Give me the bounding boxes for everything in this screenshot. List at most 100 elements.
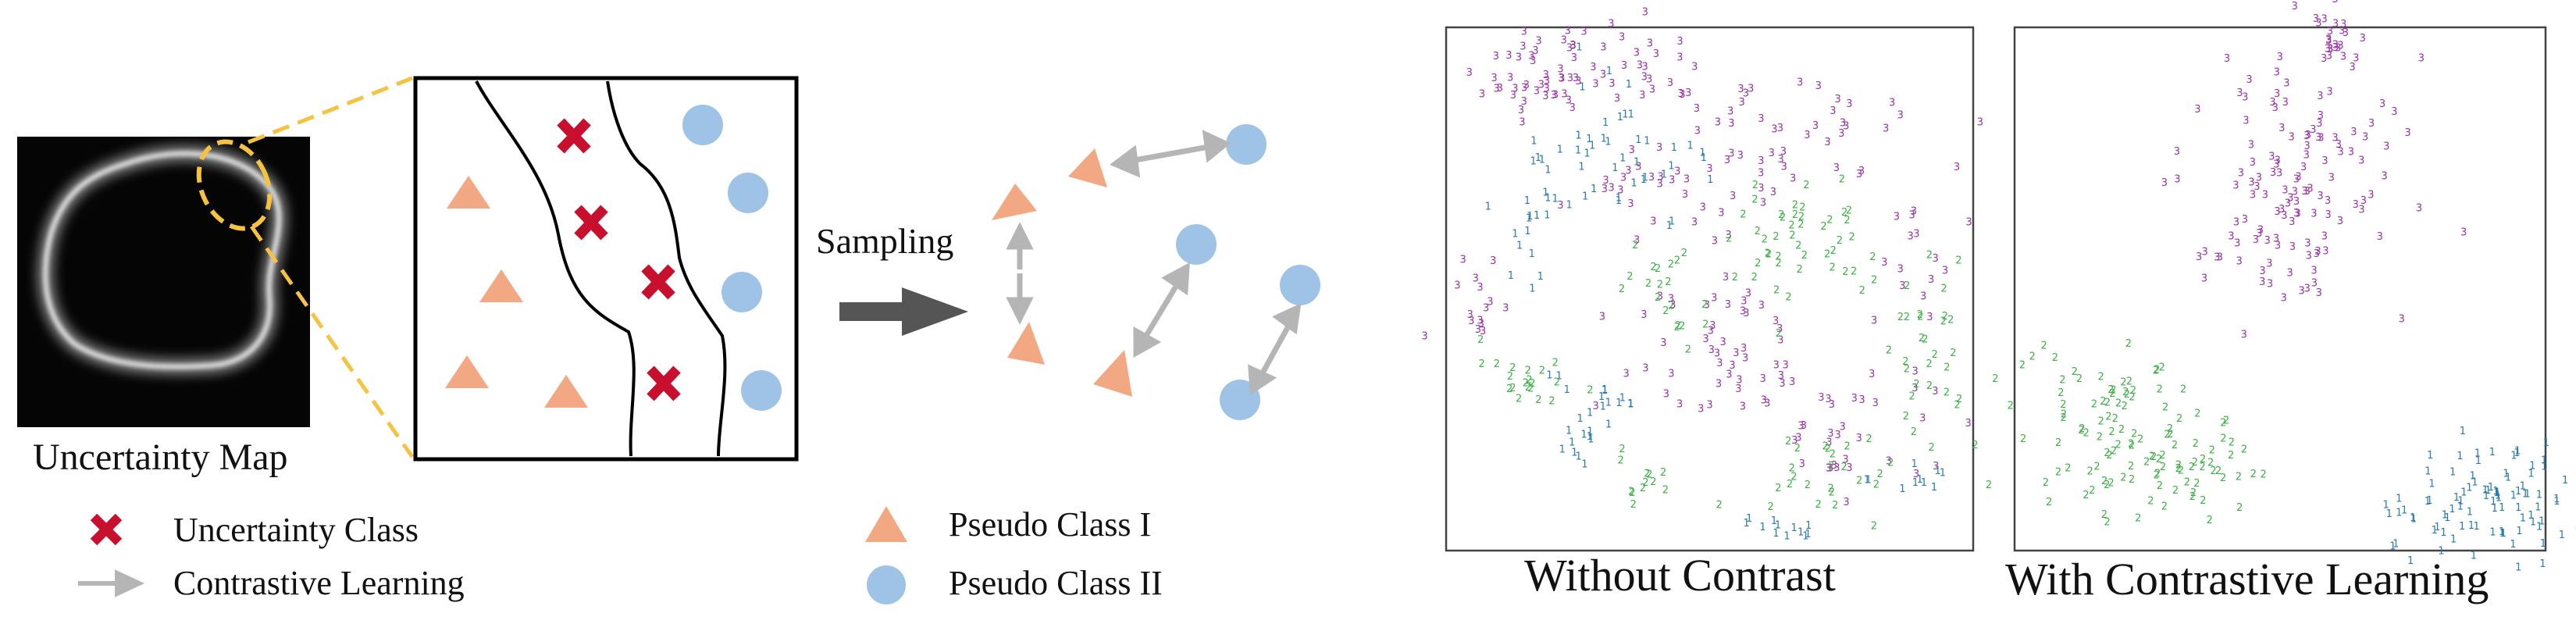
tsne-point-class-3: 3 [1668,369,1674,380]
tsne-point-class-3: 3 [1716,378,1722,390]
tsne-frame-right [2013,26,2547,552]
sampling-arrow [839,287,968,336]
tsne-point-class-1: 1 [1579,82,1585,94]
tsne-point-class-2: 2 [1815,499,1822,511]
tsne-point-class-2: 2 [1830,262,1836,274]
legend-icons [78,506,907,604]
tsne-point-class-1: 1 [1634,156,1640,168]
tsne-point-class-3: 3 [1770,187,1776,198]
tsne-point-class-1: 1 [2410,513,2417,525]
tsne-point-class-2: 2 [1674,322,1680,333]
tsne-point-class-1: 1 [1641,174,1647,186]
tsne-point-class-3: 3 [2272,102,2278,114]
tsne-point-class-2: 2 [1650,476,1656,488]
tsne-point-class-3: 3 [2248,140,2254,152]
tsne-point-class-2: 2 [1535,394,1541,406]
tsne-point-class-3: 3 [2327,26,2333,37]
tsne-point-class-1: 1 [1591,184,1597,195]
tsne-point-class-2: 2 [1668,259,1674,271]
tsne-point-class-2: 2 [1820,221,1826,233]
tsne-point-class-2: 2 [2129,474,2135,486]
tsne-point-class-3: 3 [2259,276,2265,288]
tsne-point-class-3: 3 [2224,53,2230,65]
tsne-point-class-3: 3 [2335,43,2341,55]
tsne-point-class-3: 3 [1600,69,1606,80]
tsne-point-class-1: 1 [2449,504,2455,515]
tsne-point-class-2: 2 [1992,373,1998,385]
tsne-point-class-2: 2 [1778,209,1784,221]
tsne-point-class-2: 2 [2162,402,2168,414]
tsne-point-class-1: 1 [1707,174,1713,186]
tsne-point-class-3: 3 [1840,422,1846,433]
tsne-point-class-3: 3 [1777,334,1783,346]
tsne-point-class-1: 1 [2471,476,2478,488]
tsne-point-class-3: 3 [1620,173,1626,184]
tsne-point-class-3: 3 [1566,43,1573,55]
tsne-point-class-3: 3 [1518,105,1524,116]
tsne-point-class-2: 2 [2184,477,2190,489]
tsne-point-class-3: 3 [1856,433,1862,444]
tsne-point-class-1: 1 [1671,142,1677,154]
tsne-point-class-2: 2 [1790,472,1797,483]
tsne-point-class-2: 2 [1789,462,1795,474]
tsne-point-class-3: 3 [1565,26,1571,37]
tsne-point-class-2: 2 [1529,378,1535,390]
tsne-point-class-3: 3 [2358,204,2364,216]
tsne-point-class-1: 1 [1535,152,1541,164]
tsne-point-class-3: 3 [2332,0,2338,5]
tsne-point-class-2: 2 [2150,451,2157,463]
tsne-point-class-2: 2 [1751,194,1758,206]
tsne-point-class-1: 1 [1630,178,1637,190]
tsne-point-class-3: 3 [2250,157,2256,169]
tsne-point-class-3: 3 [2275,155,2281,167]
tsne-point-class-3: 3 [1764,398,1770,410]
tsne-point-class-3: 3 [1627,198,1634,210]
tsne-point-class-3: 3 [1590,62,1596,73]
tsne-point-class-3: 3 [2322,246,2328,258]
tsne-point-class-3: 3 [1965,418,1972,430]
tsne-point-class-1: 1 [2471,551,2477,562]
tsne-point-class-1: 1 [1512,229,1518,241]
tsne-point-class-3: 3 [2285,198,2291,210]
tsne-point-class-2: 2 [1619,444,1625,455]
tsne-point-class-2: 2 [2059,375,2065,387]
tsne-point-class-1: 1 [1644,135,1650,147]
tsne-point-class-3: 3 [2321,53,2327,65]
tsne-point-class-3: 3 [1920,291,1926,302]
tsne-point-class-1: 1 [1661,169,1667,180]
tsne-point-class-2: 2 [1830,449,1836,461]
tsne-point-class-3: 3 [2278,123,2285,134]
tsne-point-class-2: 2 [2200,495,2206,507]
tsne-point-class-1: 1 [2520,481,2526,493]
tsne-point-class-3: 3 [1771,124,1777,136]
tsne-point-class-2: 2 [1765,248,1772,260]
tsne-point-class-3: 3 [2242,214,2248,226]
tsne-point-class-2: 2 [2104,516,2111,528]
tsne-point-class-3: 3 [2350,62,2356,73]
tsne-point-class-3: 3 [2295,208,2301,219]
tsne-point-class-3: 3 [2310,124,2316,136]
tsne-point-class-1: 1 [2474,521,2480,533]
tsne-point-class-1: 1 [1759,522,1765,533]
tsne-point-class-3: 3 [1567,73,1573,84]
tsne-point-class-3: 3 [1468,316,1474,327]
tsne-point-class-3: 3 [1912,383,1918,394]
tsne-point-class-1: 1 [2524,489,2531,501]
tsne-point-class-2: 2 [1552,358,1559,369]
tsne-point-class-3: 3 [2338,147,2344,159]
tsne-point-class-3: 3 [1818,392,1824,404]
tsne-point-class-3: 3 [1538,80,1545,91]
tsne-point-class-2: 2 [1792,209,1798,221]
tsne-point-class-2: 2 [2008,401,2014,412]
tsne-point-class-2: 2 [1773,285,1780,297]
tsne-point-class-2: 2 [2236,502,2243,514]
tsne-point-class-3: 3 [1641,309,1647,321]
tsne-point-class-3: 3 [1494,83,1500,94]
tsne-point-class-1: 1 [1642,172,1648,184]
tsne-point-class-3: 3 [1886,456,1892,468]
tsne-point-class-1: 1 [1627,398,1634,410]
tsne-point-class-2: 2 [1829,487,1835,499]
tsne-point-class-2: 2 [1675,320,1681,332]
tsne-point-class-3: 3 [1758,168,1764,180]
tsne-point-class-3: 3 [1928,274,1934,286]
